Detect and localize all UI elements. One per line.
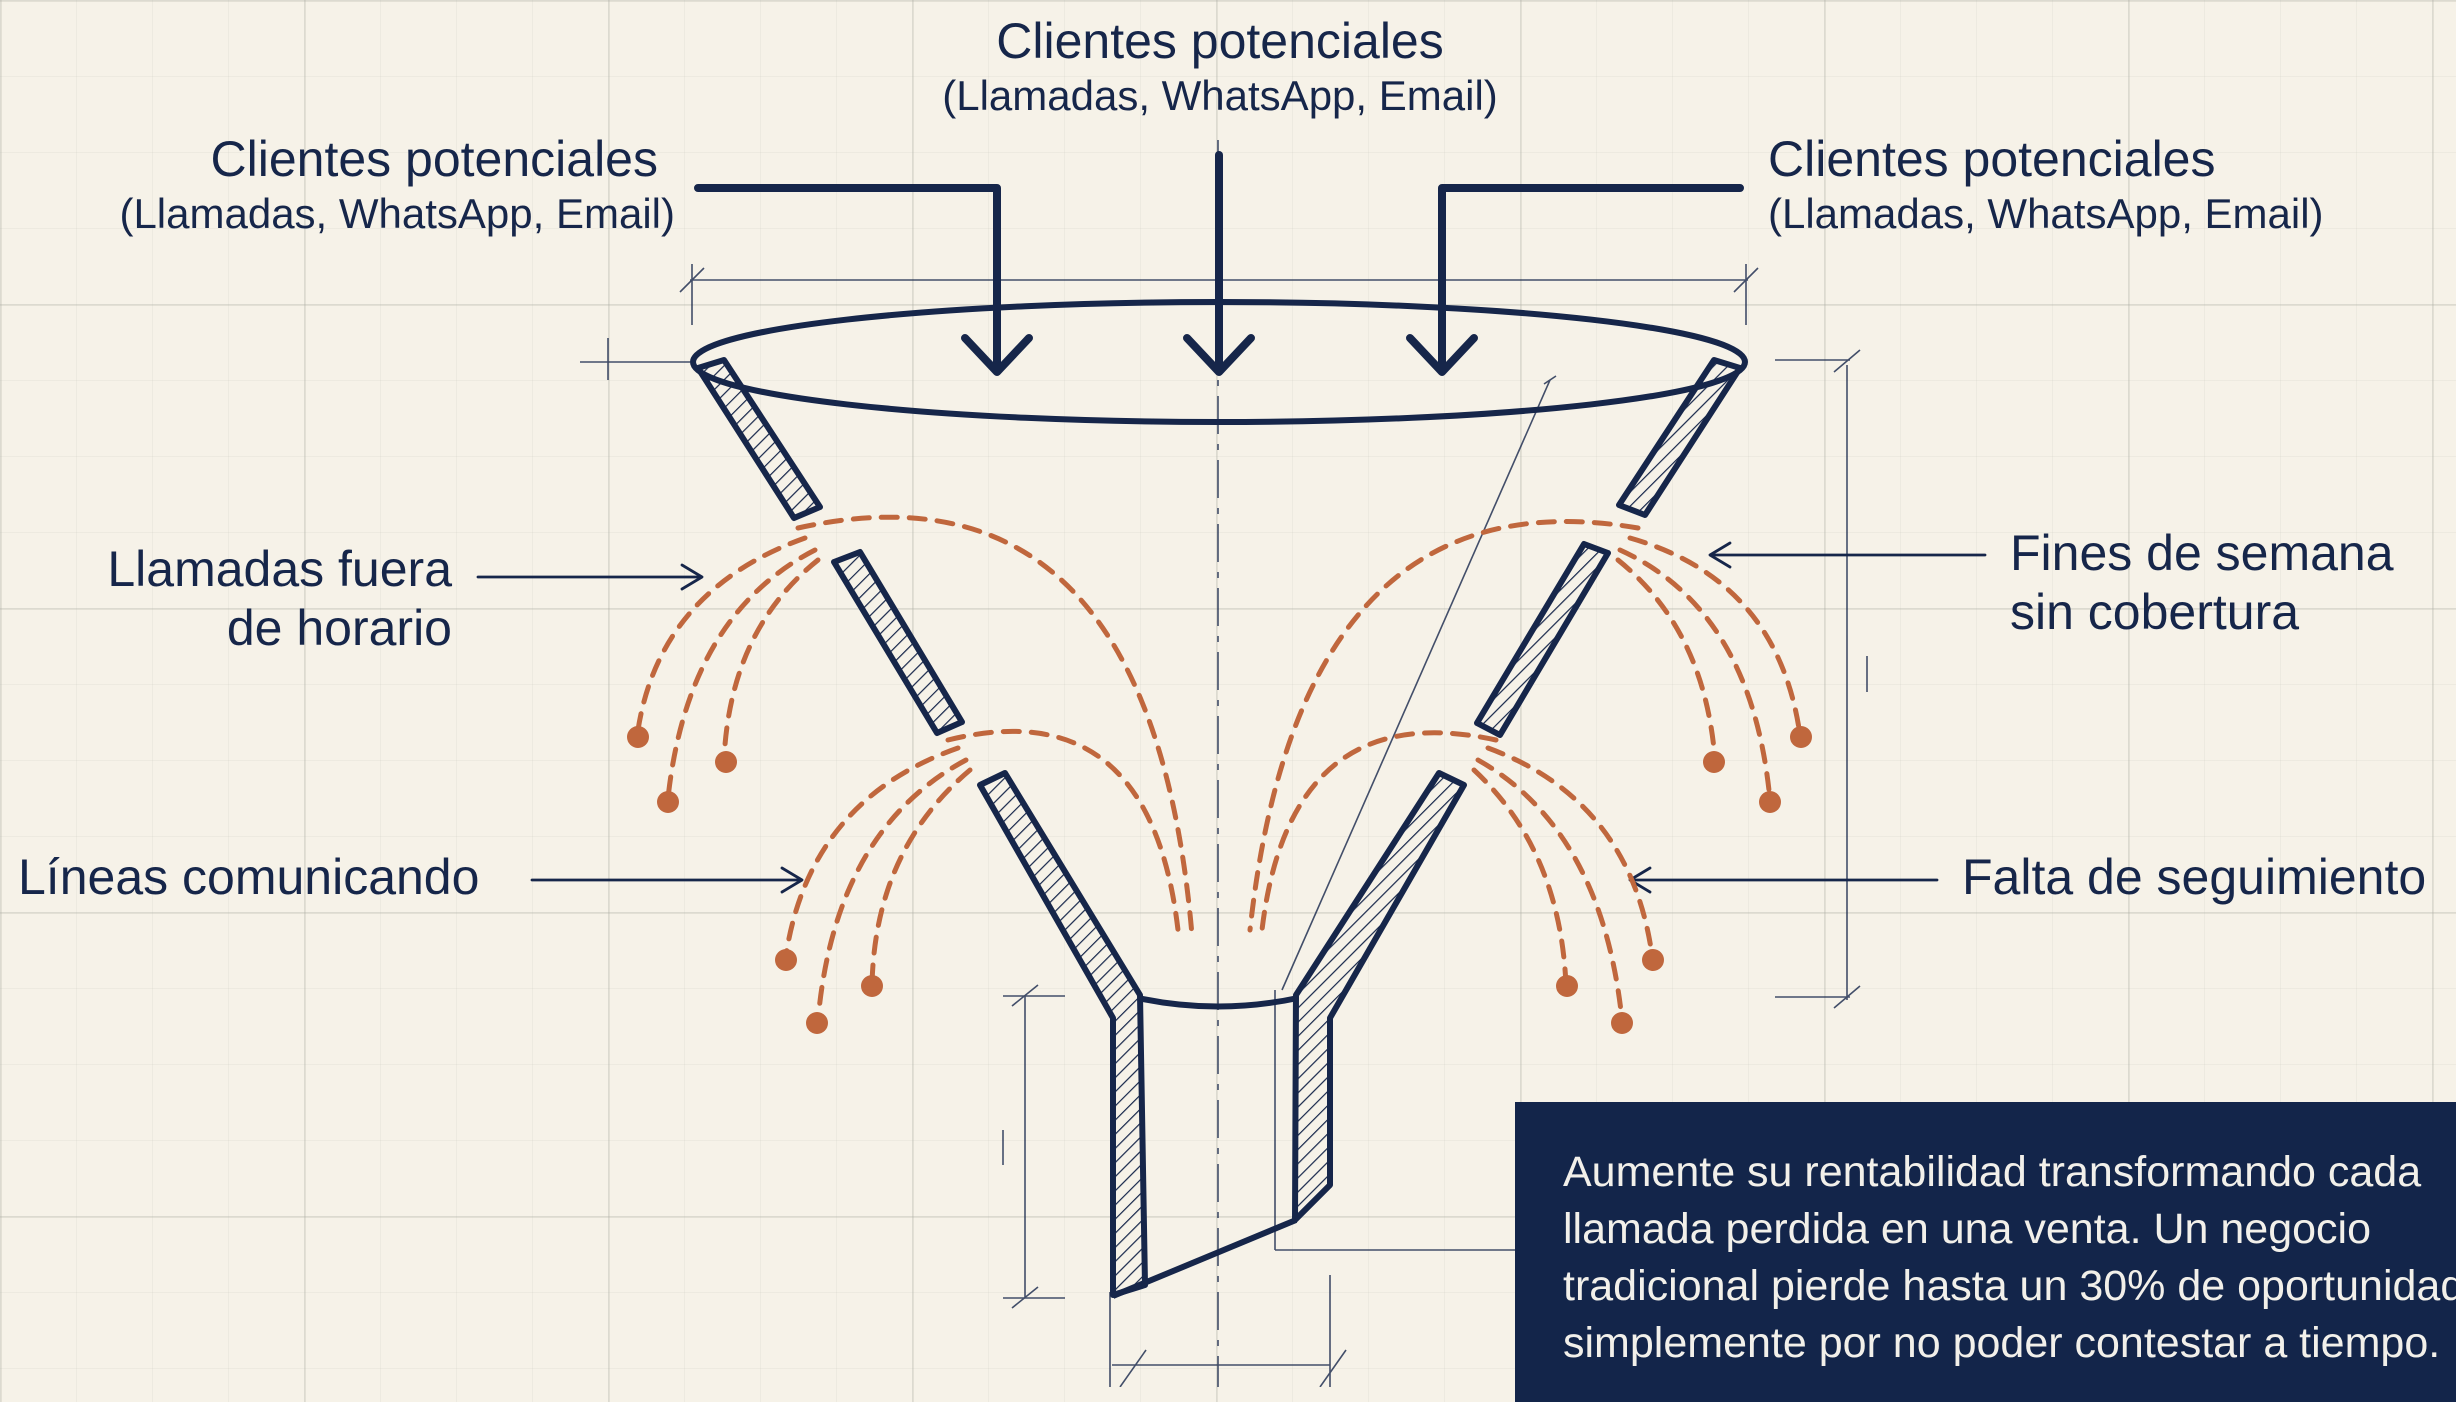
leak-label-weekends: Fines de semana sin cobertura	[2010, 524, 2394, 642]
leak-stream	[1485, 745, 1655, 958]
leak-drop	[1759, 791, 1781, 813]
leak-stream	[945, 729, 1181, 933]
input-top-title: Clientes potenciales	[996, 13, 1444, 69]
wall-mid-right	[1474, 541, 1611, 738]
leak-stream	[1617, 547, 1773, 803]
callout-line: llamada perdida en una venta. Un negocio	[1563, 1205, 2372, 1253]
wall-lower-left	[977, 770, 1148, 1298]
input-left-subtitle: (Llamadas, WhatsApp, Email)	[119, 190, 675, 237]
input-label-left: Clientes potenciales (Llamadas, WhatsApp…	[20, 130, 675, 239]
leak-stream	[1475, 757, 1625, 1023]
leak-stream	[1471, 767, 1569, 988]
leak-drop	[1642, 949, 1664, 971]
leak-stream	[783, 745, 961, 958]
leak-drop	[1790, 726, 1812, 748]
wall-mid-left	[831, 549, 965, 736]
arrow-right-input	[1438, 184, 1744, 372]
input-left-title: Clientes potenciales	[210, 131, 659, 187]
leak-stream	[665, 547, 818, 801]
leak-label-busy-lines: Líneas comunicando	[18, 848, 479, 907]
leak-drop	[657, 791, 679, 813]
leak-drop	[806, 1012, 828, 1034]
wall-lower-right	[1292, 770, 1467, 1223]
leak-busy-lines-line1: Líneas comunicando	[18, 849, 480, 905]
leak-stream	[1615, 557, 1718, 763]
leak-stream	[721, 557, 821, 763]
leak-stream	[1259, 730, 1499, 933]
leak-after-hours-line1: Llamadas fuera	[107, 541, 452, 597]
leak-weekends-line1: Fines de semana	[2010, 525, 2394, 581]
leak-drop	[1703, 751, 1725, 773]
funnel-spout	[1111, 995, 1299, 1299]
funnel-walls	[695, 357, 1743, 1298]
leak-drop	[627, 726, 649, 748]
callout-line: simplemente por no poder contestar a tie…	[1563, 1319, 2441, 1367]
leak-weekends-line2: sin cobertura	[2010, 584, 2300, 640]
input-arrows	[694, 151, 1744, 376]
leak-stream	[635, 535, 808, 733]
input-top-subtitle: (Llamadas, WhatsApp, Email)	[942, 72, 1498, 119]
leak-drop	[715, 751, 737, 773]
leak-no-followup-line1: Falta de seguimiento	[1962, 849, 2427, 905]
callout-box: Aumente su rentabilidad transformando ca…	[1515, 1102, 2456, 1402]
callout-line: Aumente su rentabilidad transformando ca…	[1563, 1148, 2422, 1196]
leak-stream	[1627, 535, 1803, 738]
leak-drops	[627, 726, 1812, 1034]
leak-label-no-followup: Falta de seguimiento	[1962, 848, 2426, 907]
leak-stream	[795, 514, 1195, 938]
leak-drop	[775, 949, 797, 971]
arrow-left-input	[694, 184, 1001, 372]
callout-line: tradicional pierde hasta un 30% de oport…	[1563, 1262, 2456, 1310]
input-label-right: Clientes potenciales (Llamadas, WhatsApp…	[1768, 130, 2324, 239]
leak-drop	[1611, 1012, 1633, 1034]
leak-streams	[635, 514, 1803, 1023]
leak-drop	[1556, 975, 1578, 997]
leak-drop	[861, 975, 883, 997]
input-right-subtitle: (Llamadas, WhatsApp, Email)	[1768, 190, 2324, 237]
wall-upper-left	[695, 357, 823, 521]
wall-upper-right	[1616, 357, 1743, 518]
leak-after-hours-line2: de horario	[226, 600, 452, 656]
leak-pointers	[476, 541, 1987, 894]
input-right-title: Clientes potenciales	[1768, 131, 2216, 187]
input-label-top: Clientes potenciales (Llamadas, WhatsApp…	[880, 12, 1560, 121]
leak-stream	[869, 767, 973, 988]
leak-stream	[1247, 519, 1641, 933]
leak-label-after-hours: Llamadas fuera de horario	[40, 540, 452, 658]
leak-stream	[815, 757, 969, 1023]
